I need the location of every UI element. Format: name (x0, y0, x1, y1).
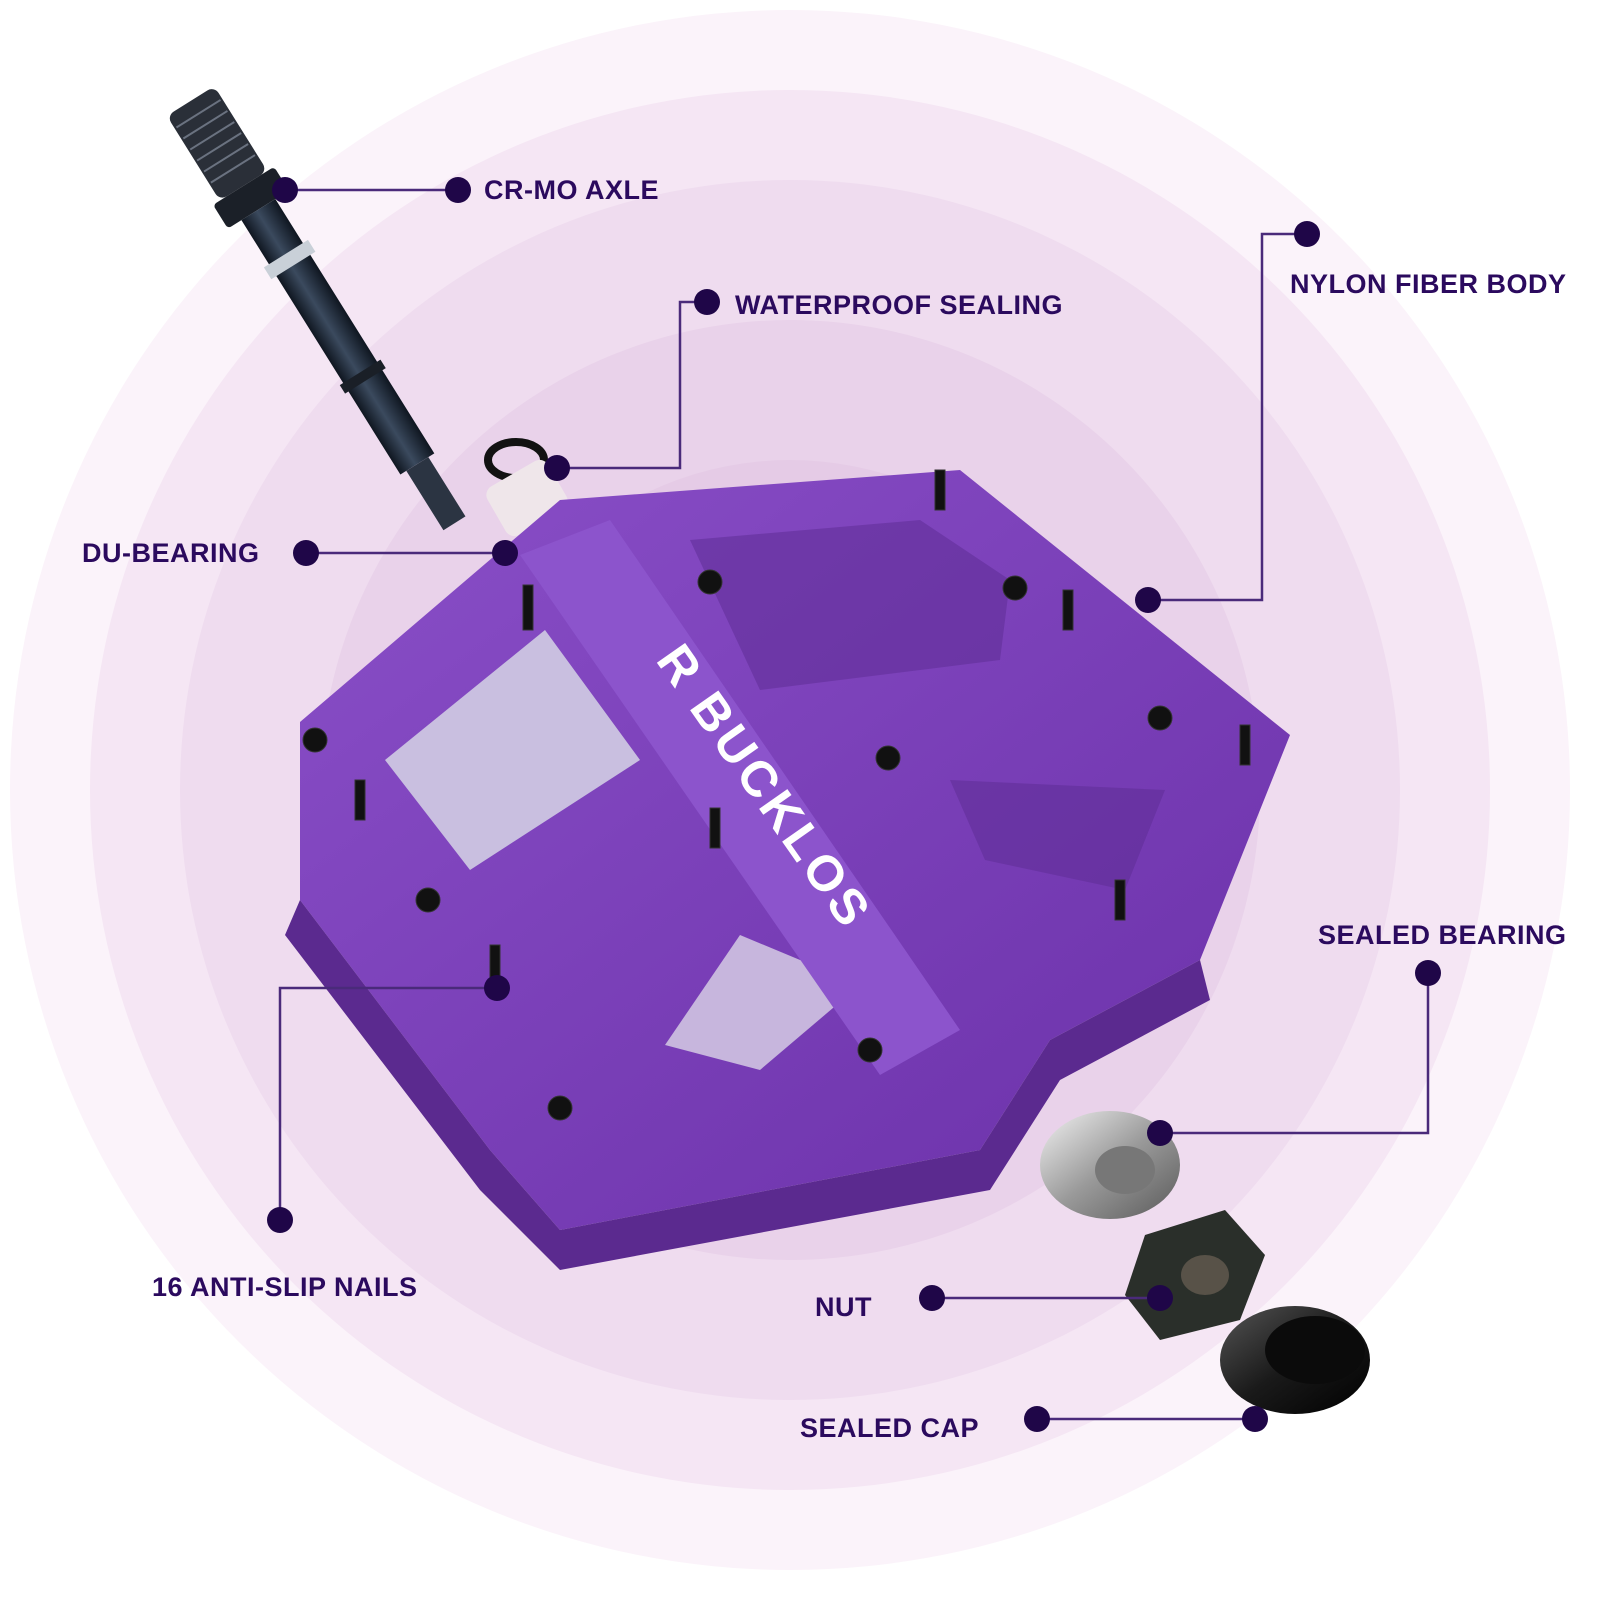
callout-anti-slip-nails: 16 ANTI-SLIP NAILS (152, 1272, 418, 1302)
anti-slip-pins (302, 469, 1251, 1121)
callout-nylon-fiber-body: NYLON FIBER BODY (1290, 269, 1567, 299)
callout-nut: NUT (815, 1292, 872, 1322)
callout-dots (267, 177, 1441, 1432)
pedal-body: R BUCKLOS (285, 470, 1290, 1270)
callout-sealed-bearing: SEALED BEARING (1318, 920, 1567, 950)
sealed-bearing-part (1040, 1111, 1180, 1219)
leader-lines (278, 188, 1430, 1421)
callout-du-bearing: DU-BEARING (82, 538, 260, 568)
callout-waterproof-sealing: WATERPROOF SEALING (735, 290, 1064, 320)
callout-cr-mo-axle: CR-MO AXLE (484, 175, 659, 205)
sealed-cap-part (1220, 1306, 1370, 1414)
callout-sealed-cap: SEALED CAP (800, 1413, 980, 1443)
